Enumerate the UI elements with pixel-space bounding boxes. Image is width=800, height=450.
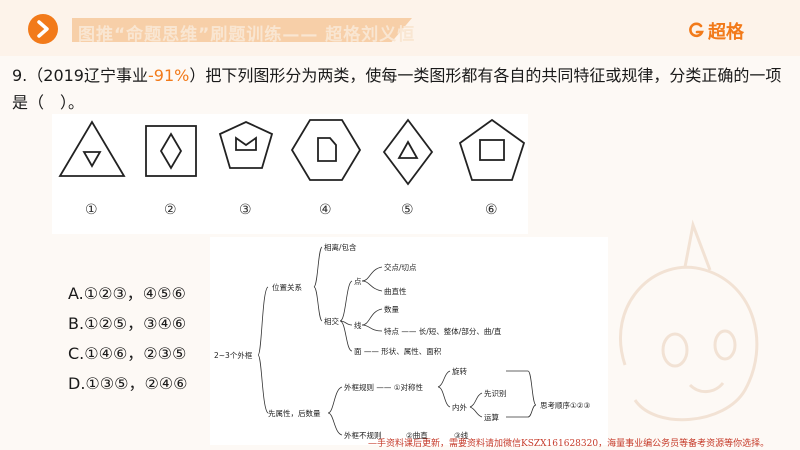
option-c[interactable]: C.①④⑥，②③⑤ [68,340,186,364]
question-number: 9.（2019辽宁事业 [12,66,148,85]
banner-title: 图推“命题思维”刷题训练—— 超格刘义恒 [78,25,416,45]
option-a[interactable]: A.①②③，④⑤⑥ [68,280,186,304]
figure-1-inner-triangle [82,151,102,168]
option-d-letter: D. [68,374,86,393]
title-banner [72,18,412,42]
figure-1-outer-triangle [58,120,126,177]
mm-root: 2~3个外框 [214,350,253,360]
figures-panel: ① ② ③ ④ ⑤ ⑥ [52,114,528,234]
footer-notice: —手资料课后更新，需要资料请加微信KSZX161628320，海量事业编公务员等… [368,439,770,449]
figure-3-inner-shape [235,136,257,151]
option-b-letter: B. [68,314,85,333]
mm-inner-outer: 内外 [452,402,467,412]
figure-label-2: ② [164,202,177,218]
accuracy-rate: -91% [148,66,190,85]
figure-5-outer-diamond [382,118,434,186]
mm-outer-rule: 外框规则 —— ①对称性 [344,382,423,392]
mm-operate: 运算 [484,412,499,422]
figure-5-inner-triangle [397,140,419,159]
mindmap-lines: 2~3个外框 位置关系 相离/包含 相交 点 交点/切点 曲直性 线 数量 特点… [214,242,590,440]
figure-label-5: ⑤ [401,202,414,218]
mm-curve-straight: ②曲直 [406,430,428,440]
question-body: ）把下列图形分为两类，使每一类图形都有各自的共同特征或规律，分类正确的一项是（ … [12,66,782,112]
chevron-right-icon [37,20,49,38]
option-c-letter: C. [68,344,85,363]
mm-order: 思考顺序①②③ [540,400,590,410]
mm-position-relation: 位置关系 [272,282,302,292]
option-c-text: ①④⑥，②③⑤ [84,344,187,363]
brand-icon [689,22,704,38]
mm-lines: ③线 [454,430,469,440]
mm-outer-irregular: 外框不规则 [344,430,382,440]
mm-attr-first: 先属性，后数量 [268,408,321,418]
mm-line: 线 [354,320,362,330]
figure-2-inner-diamond [159,132,183,170]
figure-label-1: ① [85,202,98,218]
mm-point: 点 [354,277,362,286]
option-d[interactable]: D.①③⑤，②④⑥ [68,370,187,394]
mm-point-cross: 交点/切点 [384,262,417,272]
question-text: 9.（2019辽宁事业-91%）把下列图形分为两类，使每一类图形都有各自的共同特… [12,62,792,116]
mm-line-feature: 特点 —— 长/短、整体/部分、曲/直 [384,326,502,336]
option-d-text: ①③⑤，②④⑥ [85,374,188,393]
option-a-letter: A. [68,284,84,303]
figure-4-outer-hexagon [290,119,362,181]
option-b[interactable]: B.①②⑤，③④⑥ [68,310,186,334]
mm-flip: 旋转 [452,366,467,376]
figure-6-inner-square [479,139,505,161]
mm-line-count: 数量 [384,304,399,314]
figure-2-outer-square [145,125,197,177]
option-b-text: ①②⑤，③④⑥ [84,314,187,333]
figure-label-3: ③ [239,202,252,218]
brand-name: 超格 [708,22,744,43]
option-a-text: ①②③，④⑤⑥ [83,284,186,303]
figure-6-outer-pentagon [458,118,526,181]
mindmap-diagram: 2~3个外框 位置关系 相离/包含 相交 点 交点/切点 曲直性 线 数量 特点… [210,237,608,445]
figures-drawing [58,118,526,186]
figure-3-outer-pentagon [218,121,274,169]
play-button[interactable] [28,14,58,44]
figure-label-4: ④ [319,202,332,218]
figure-label-6: ⑥ [485,202,498,218]
mm-intersect: 相交 [324,316,339,326]
mm-first-identify: 先识别 [484,388,507,398]
figure-4-inner-page [317,137,337,162]
mm-separate-contain: 相离/包含 [324,242,357,252]
mm-face: 面 —— 形状、属性、面积 [354,346,442,356]
mm-point-curve: 曲直性 [384,286,407,296]
